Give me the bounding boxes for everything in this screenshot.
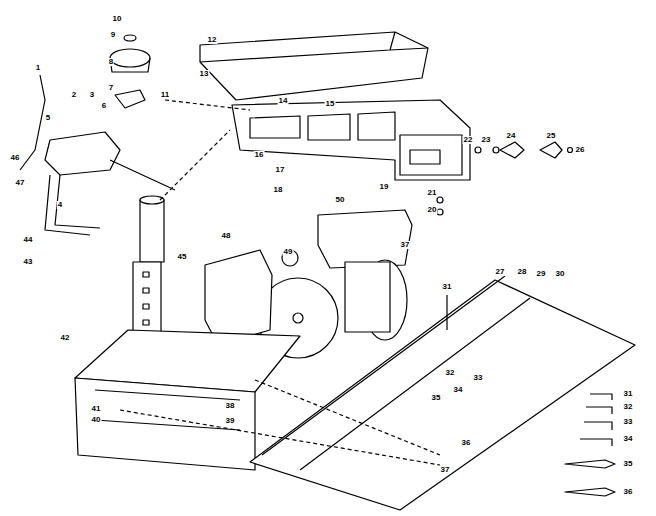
callout-number: 43 bbox=[23, 258, 34, 266]
cord bbox=[20, 75, 100, 235]
callout-number: 36 bbox=[623, 488, 634, 496]
shaft-wrench bbox=[565, 488, 615, 496]
callout-number: 19 bbox=[379, 183, 390, 191]
callout-number: 25 bbox=[546, 132, 557, 140]
callout-number: 46 bbox=[10, 154, 21, 162]
callout-number: 37 bbox=[400, 241, 411, 249]
callout-number: 35 bbox=[431, 394, 442, 402]
callout-number: 38 bbox=[225, 402, 236, 410]
callout-number: 41 bbox=[91, 405, 102, 413]
base-front bbox=[75, 378, 255, 470]
callout-number: 11 bbox=[160, 91, 170, 99]
callout-number: 20 bbox=[427, 206, 438, 214]
rod bbox=[110, 160, 175, 190]
washer bbox=[475, 147, 481, 153]
callout-number: 48 bbox=[221, 232, 232, 240]
callout-number: 39 bbox=[225, 417, 236, 425]
callout-number: 50 bbox=[335, 196, 346, 204]
washer bbox=[493, 147, 499, 153]
arm-cover bbox=[200, 32, 428, 100]
callout-number: 34 bbox=[453, 386, 464, 394]
callout-number: 4 bbox=[57, 201, 63, 209]
bracket bbox=[115, 90, 145, 108]
column-holes bbox=[143, 272, 149, 325]
wrench bbox=[580, 439, 612, 446]
callout-number: 30 bbox=[555, 270, 566, 278]
callout-number: 27 bbox=[495, 268, 506, 276]
knob bbox=[500, 142, 524, 158]
callout-number: 45 bbox=[177, 253, 188, 261]
handle bbox=[540, 142, 562, 158]
wrench bbox=[590, 394, 612, 400]
callout-number: 23 bbox=[481, 136, 492, 144]
callout-number: 33 bbox=[473, 374, 484, 382]
callout-number: 12 bbox=[207, 36, 218, 44]
callout-number: 13 bbox=[199, 70, 210, 78]
callout-number: 35 bbox=[623, 460, 634, 468]
panel-plate bbox=[410, 150, 440, 164]
callout-number: 28 bbox=[517, 268, 528, 276]
callout-number: 5 bbox=[45, 114, 51, 122]
guard bbox=[205, 250, 272, 345]
callout-number: 22 bbox=[463, 136, 474, 144]
motor-body bbox=[345, 262, 390, 332]
callout-number: 2 bbox=[71, 91, 77, 99]
callout-number: 1 bbox=[35, 64, 41, 72]
callout-number: 49 bbox=[283, 248, 294, 256]
callout-number: 8 bbox=[108, 58, 114, 66]
callout-number: 47 bbox=[15, 179, 26, 187]
wrench bbox=[586, 407, 612, 414]
arbor-wrench bbox=[565, 460, 615, 468]
table bbox=[250, 280, 635, 510]
table-dowel bbox=[446, 295, 447, 330]
base-rail bbox=[95, 390, 240, 430]
blade-arbor bbox=[293, 313, 303, 323]
radial-arm bbox=[232, 100, 470, 180]
callout-number: 14 bbox=[278, 97, 289, 105]
callout-number: 37 bbox=[440, 466, 451, 474]
callout-number: 36 bbox=[461, 439, 472, 447]
callout-number: 16 bbox=[254, 151, 265, 159]
callout-number: 9 bbox=[110, 31, 116, 39]
callout-number: 29 bbox=[536, 270, 547, 278]
assembly-line bbox=[120, 100, 440, 465]
washer bbox=[437, 197, 443, 203]
wrench bbox=[584, 422, 612, 430]
callout-number: 26 bbox=[575, 146, 586, 154]
callout-number: 24 bbox=[506, 132, 517, 140]
callout-number: 34 bbox=[623, 435, 634, 443]
callout-number: 17 bbox=[275, 166, 286, 174]
washer bbox=[437, 209, 443, 215]
callout-number: 6 bbox=[101, 102, 107, 110]
callout-number: 3 bbox=[89, 91, 95, 99]
cap-body bbox=[110, 58, 150, 72]
carriage bbox=[318, 210, 412, 268]
callout-number: 32 bbox=[623, 403, 634, 411]
callout-number: 18 bbox=[273, 186, 284, 194]
column-tube bbox=[140, 200, 164, 262]
arm-cover-edge bbox=[200, 32, 428, 62]
callout-number: 40 bbox=[91, 416, 102, 424]
callout-number: 33 bbox=[623, 418, 634, 426]
bearing bbox=[124, 35, 136, 41]
screw bbox=[568, 148, 573, 153]
callout-number: 15 bbox=[325, 100, 336, 108]
callout-number: 31 bbox=[623, 390, 634, 398]
arm-windows bbox=[250, 112, 395, 140]
callout-number: 44 bbox=[23, 236, 34, 244]
callout-number: 21 bbox=[427, 189, 438, 197]
callout-number: 31 bbox=[442, 283, 453, 291]
callout-number: 7 bbox=[108, 84, 114, 92]
callout-number: 10 bbox=[112, 15, 123, 23]
callout-number: 32 bbox=[445, 369, 456, 377]
motor-cap bbox=[110, 49, 150, 67]
control-panel bbox=[400, 135, 462, 175]
switch-box bbox=[45, 132, 120, 175]
callout-number: 42 bbox=[60, 334, 71, 342]
